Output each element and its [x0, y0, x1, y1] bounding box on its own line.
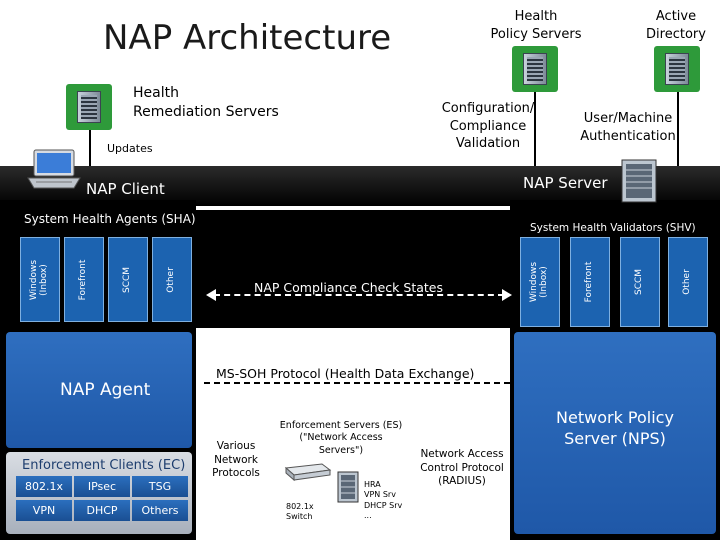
ec-ipsec: IPsec	[74, 476, 130, 497]
ec-others: Others	[132, 500, 188, 521]
policy-connector-line	[534, 92, 536, 180]
sha-forefront: Forefront	[64, 237, 104, 322]
es-list-label: HRA VPN Srv DHCP Srv ...	[364, 480, 403, 521]
sha-windows: Windows (Inbox)	[20, 237, 60, 322]
sha-other: Other	[152, 237, 192, 322]
laptop-icon	[26, 148, 82, 190]
shv-sccm: SCCM	[620, 237, 660, 327]
updates-label: Updates	[107, 142, 153, 155]
shv-forefront: Forefront	[570, 237, 610, 327]
compliance-states-label: NAP Compliance Check States	[254, 280, 443, 295]
health-remediation-servers-label: Health Remediation Servers	[133, 85, 279, 120]
shv-other: Other	[668, 237, 708, 327]
compliance-arrow-left-head	[206, 289, 216, 301]
sha-sccm: SCCM	[108, 237, 148, 322]
active-directory-label: Active Directory	[646, 9, 706, 42]
ec-tsg: TSG	[132, 476, 188, 497]
various-protocols-label: Various Network Protocols	[212, 440, 260, 480]
user-machine-auth-label: User/Machine Authentication	[580, 111, 676, 144]
es-server-icon	[334, 470, 362, 504]
shv-title: System Health Validators (SHV)	[530, 222, 696, 234]
config-compliance-label: Configuration/ Compliance Validation	[441, 101, 535, 152]
remediation-server-icon	[66, 84, 112, 130]
nap-server-title: NAP Server	[523, 174, 608, 192]
ec-vpn: VPN	[16, 500, 72, 521]
switch-icon	[282, 462, 332, 482]
page-title: NAP Architecture	[103, 18, 392, 58]
network-access-protocol-label: Network Access Control Protocol (RADIUS)	[420, 448, 504, 488]
nps-label: Network Policy Server (NPS)	[556, 408, 674, 448]
switch-label: 802.1x Switch	[286, 502, 314, 522]
nap-client-title: NAP Client	[86, 180, 165, 198]
compliance-arrow-right-head	[502, 289, 512, 301]
ms-soh-label: MS-SOH Protocol (Health Data Exchange)	[216, 366, 475, 381]
remediation-connector-line	[89, 130, 91, 166]
nap-agent-label: NAP Agent	[60, 380, 151, 400]
enforcement-clients-title: Enforcement Clients (EC)	[22, 458, 186, 473]
nps-panel	[514, 332, 716, 534]
sha-title: System Health Agents (SHA)	[24, 212, 196, 226]
ms-soh-arrow	[204, 382, 510, 384]
ec-8021x: 802.1x	[16, 476, 72, 497]
ec-dhcp: DHCP	[74, 500, 130, 521]
enforcement-servers-label: Enforcement Servers (ES) ("Network Acces…	[279, 420, 403, 456]
active-directory-server-icon	[654, 46, 700, 92]
directory-connector-line	[677, 92, 679, 180]
nap-server-icon	[614, 158, 664, 204]
shv-windows: Windows (Inbox)	[520, 237, 560, 327]
nap-agent-panel	[6, 332, 192, 448]
health-policy-server-icon	[512, 46, 558, 92]
nap-band	[0, 166, 720, 206]
compliance-arrow	[214, 294, 504, 296]
health-policy-servers-label: Health Policy Servers	[490, 9, 582, 42]
